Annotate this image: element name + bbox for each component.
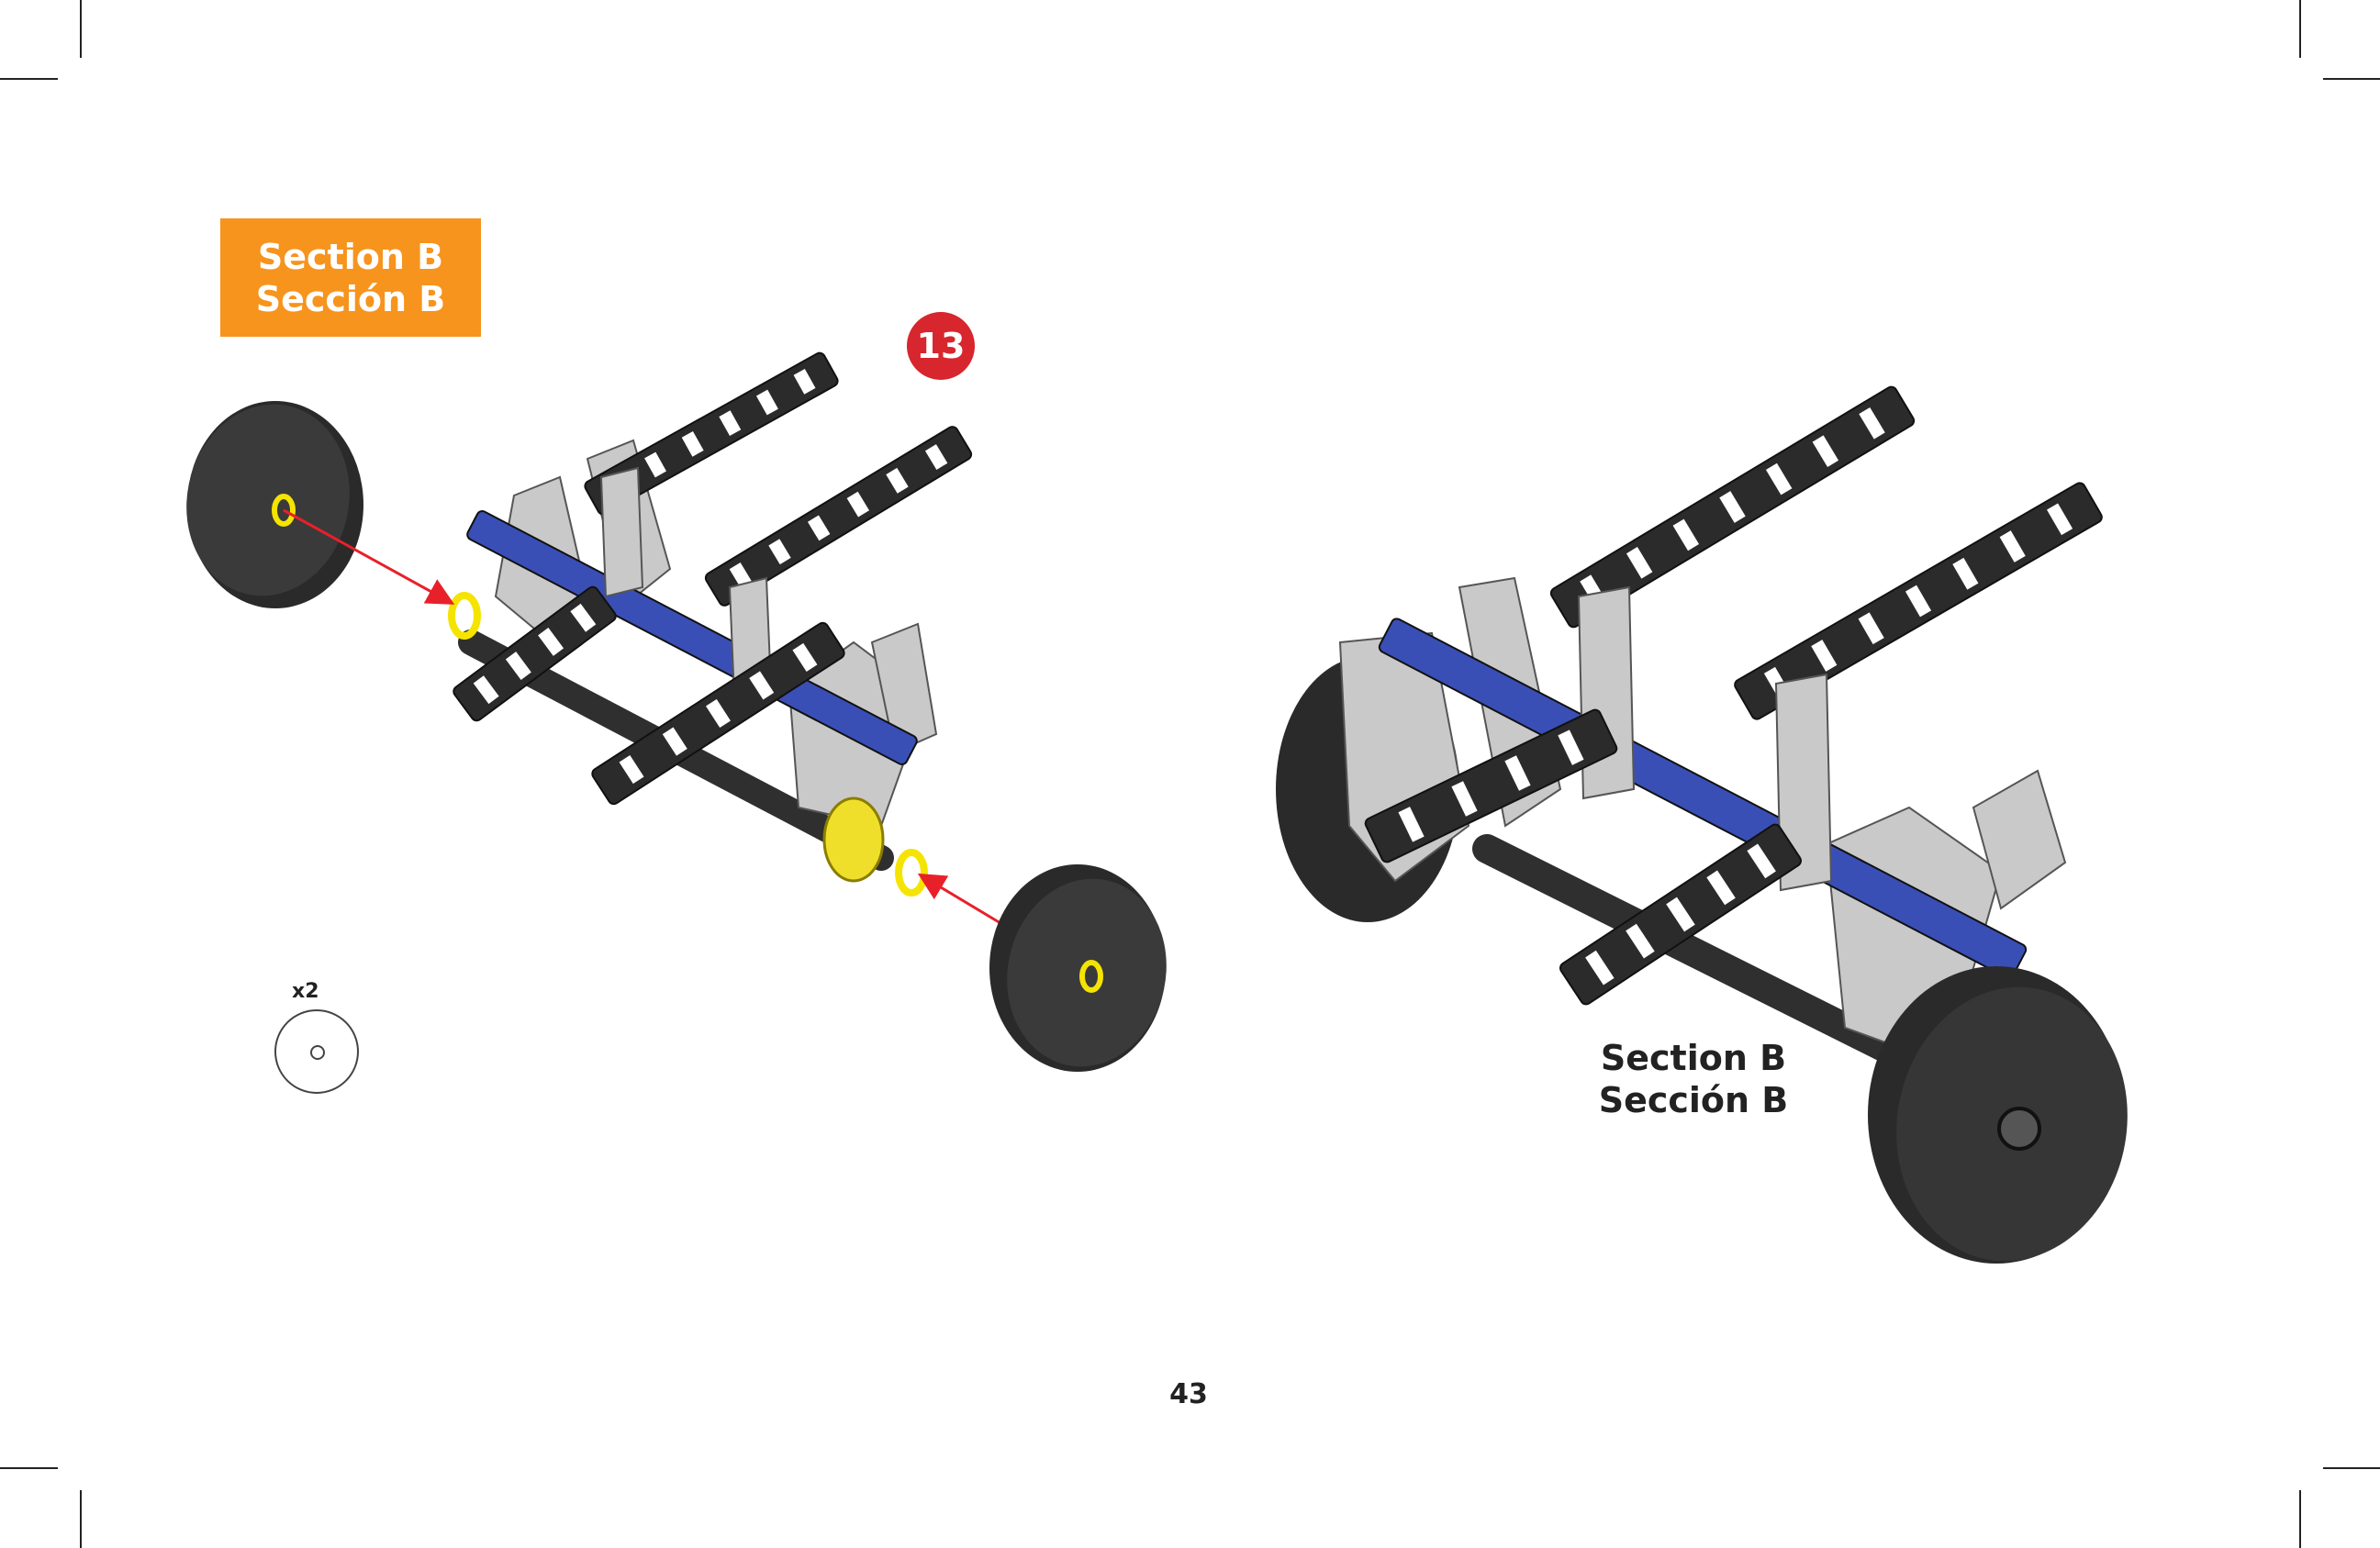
section-label-es: Sección B [255,278,446,319]
insert-arrow [283,508,455,605]
bar-hole [1626,546,1653,579]
grey-plate [870,622,938,754]
bar-hole [1504,755,1531,791]
crop-mark [80,1490,82,1548]
crop-mark [80,0,82,58]
bar-hole [846,491,870,518]
bar-hole [1858,612,1884,645]
bar-hole [793,368,816,395]
bar-hole [792,642,818,672]
black-ladder-bar [1559,823,1803,1006]
bar-hole [1859,406,1885,440]
bar-hole [473,675,499,705]
bar-hole [1585,950,1615,986]
hub [1997,1107,2041,1151]
black-ladder-bar [1364,708,1618,863]
yellow-gear [822,796,885,883]
section-label-en: Section B [257,236,444,277]
grey-plate [1972,769,2067,910]
exploded-assembly [186,351,1167,1072]
bar-hole [1558,729,1584,765]
bar-hole [755,389,778,416]
bar-hole [1905,585,1932,618]
bar-hole [1812,435,1839,468]
bar-hole [1952,557,1979,590]
bar-hole [1626,923,1655,959]
crop-mark [0,1467,58,1469]
bar-hole [1666,897,1695,932]
bar-hole [924,444,948,470]
black-ladder-bar [584,351,839,516]
bar-hole [719,410,742,437]
black-ladder-bar [453,585,617,722]
bar-hole [570,603,597,632]
bar-hole [1451,781,1478,817]
bar-hole [1398,807,1425,842]
yellow-washer-icon [1079,960,1103,993]
bar-hole [681,430,704,457]
assembled-label-en: Section B [1600,1038,1787,1078]
bar-hole [1811,640,1838,672]
crop-mark [2323,78,2380,80]
yellow-washer-icon [448,592,481,640]
black-ladder-bar [704,426,973,607]
blue-link-bar [1378,618,2028,979]
section-badge: Section B Sección B [220,218,481,337]
bar-hole [538,628,564,656]
crop-mark [2299,0,2301,58]
bar-hole [729,562,753,588]
black-ladder-bar [591,621,845,806]
bar-hole [1672,518,1700,551]
grey-upright [1774,673,1833,892]
bar-hole [706,698,731,729]
bar-hole [1765,462,1793,496]
bar-hole [749,671,775,700]
step-number-badge: 13 [907,312,975,380]
wheel-right-face [1007,878,1167,1067]
blue-link-bar [466,510,918,765]
bar-hole [662,727,687,756]
washer-hole [310,1045,325,1060]
grey-upright [599,466,644,598]
yellow-washer-icon [272,494,296,527]
page-number: 43 [1169,1378,1208,1410]
crop-mark [2323,1467,2380,1469]
bar-hole [807,515,831,541]
part-quantity: x2 [292,980,319,1003]
assembled-label-es: Sección B [1598,1080,1789,1120]
bar-hole [886,467,909,494]
bar-hole [2046,503,2073,536]
bar-hole [1999,530,2026,562]
crop-mark [2299,1490,2301,1548]
bar-hole [768,539,791,565]
bar-hole [619,755,644,785]
assembled-model [1276,385,2128,1264]
yellow-washer-icon [895,849,928,897]
bar-hole [1706,870,1736,906]
insert-arrow [917,873,1011,930]
bar-hole [1719,491,1746,523]
bar-hole [1747,843,1776,879]
bar-hole [505,651,531,680]
bar-hole [644,451,667,478]
washer-icon [274,1009,359,1094]
crop-mark [0,78,58,80]
assembled-section-label: Section B Sección B [1597,1037,1790,1121]
wheel-left-face [186,404,350,596]
